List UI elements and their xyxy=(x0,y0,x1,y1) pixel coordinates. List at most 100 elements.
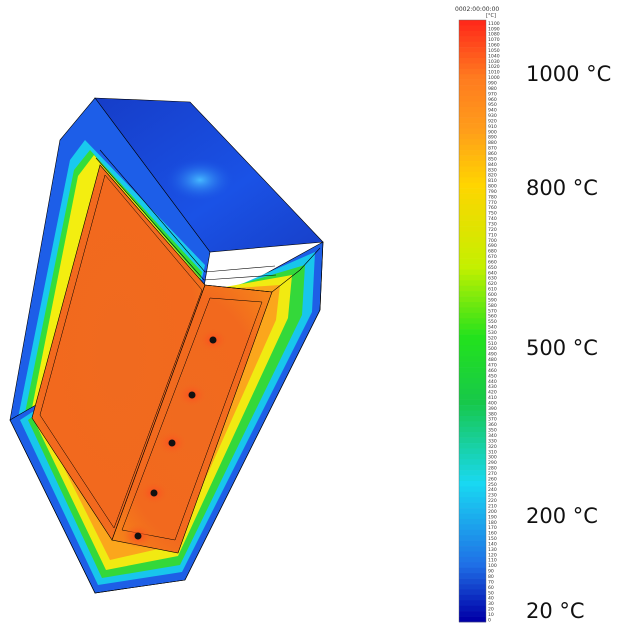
legend-tick-label: 400 xyxy=(488,400,497,406)
legend-tick-label: 560 xyxy=(488,314,497,320)
label-200: 200 °C xyxy=(526,504,598,528)
legend-swatch xyxy=(459,334,486,341)
legend-tick-label: 140 xyxy=(488,541,497,547)
legend-tick-label: 600 xyxy=(488,292,497,298)
legend-swatch xyxy=(459,524,486,531)
legend-tick-label: 850 xyxy=(488,156,497,162)
legend-tick-label: 190 xyxy=(488,514,497,520)
legend-tick-label: 310 xyxy=(488,449,497,455)
legend-tick-label: 370 xyxy=(488,417,497,423)
legend-swatch xyxy=(459,546,486,552)
legend-tick-label: 30 xyxy=(488,601,494,607)
legend-swatch xyxy=(459,405,486,411)
legend-swatch xyxy=(459,475,486,482)
legend-swatch xyxy=(459,377,486,384)
legend-tick-label: 1030 xyxy=(488,59,500,65)
legend-swatch xyxy=(459,171,486,178)
legend-swatch xyxy=(459,161,486,167)
legend-swatch xyxy=(459,25,486,32)
legend-swatch xyxy=(459,394,486,400)
legend-swatch xyxy=(459,220,486,227)
legend-swatch xyxy=(459,68,486,75)
ledge-line-2 xyxy=(95,157,277,281)
legend-swatch xyxy=(459,573,486,579)
legend-swatch xyxy=(459,85,486,91)
legend-tick-label: 540 xyxy=(488,325,497,331)
legend-swatch xyxy=(459,274,486,281)
legend-swatch xyxy=(459,247,486,254)
legend-swatch xyxy=(459,339,486,346)
legend-tick-label: 360 xyxy=(488,422,497,428)
legend-tick-label: 620 xyxy=(488,281,497,287)
scale-unit: [°C] xyxy=(486,13,496,19)
legend-swatch xyxy=(459,112,486,118)
legend-tick-label: 880 xyxy=(488,140,497,146)
legend-swatch xyxy=(459,540,486,547)
legend-swatch xyxy=(459,79,486,86)
legend-tick-label: 710 xyxy=(488,232,497,238)
lid-warm-spot xyxy=(165,158,235,202)
legend-swatch xyxy=(459,74,486,80)
legend-tick-label: 830 xyxy=(488,167,497,173)
legend-swatch xyxy=(459,367,486,373)
legend-tick-label: 890 xyxy=(488,135,497,141)
legend-tick-label: 1000 xyxy=(488,75,500,81)
legend-swatch xyxy=(459,421,486,428)
legend-tick-label: 200 xyxy=(488,509,497,515)
legend-swatch xyxy=(459,52,486,59)
legend-swatch xyxy=(459,47,486,53)
legend-tick-label: 630 xyxy=(488,276,497,282)
legend-swatch xyxy=(459,356,486,362)
legend-swatch xyxy=(459,106,486,113)
legend-tick-label: 860 xyxy=(488,151,497,157)
burner-nozzle xyxy=(209,336,217,344)
legend-tick-label: 170 xyxy=(488,525,497,531)
legend-tick-label: 1100 xyxy=(488,21,500,27)
hot-face-inner-outline xyxy=(39,174,203,529)
legend-swatch xyxy=(459,128,486,135)
legend-tick-label: 260 xyxy=(488,476,497,482)
legend-tick-label: 610 xyxy=(488,287,497,293)
legend-tick-label: 20 xyxy=(488,607,494,613)
legend-tick-label: 910 xyxy=(488,124,497,130)
legend-tick-label: 280 xyxy=(488,466,497,472)
legend-tick-label: 530 xyxy=(488,330,497,336)
legend-tick-label: 1060 xyxy=(488,43,500,49)
legend-swatch xyxy=(459,399,486,406)
legend-tick-label: 640 xyxy=(488,270,497,276)
legend-tick-label: 450 xyxy=(488,373,497,379)
legend-tick-label: 410 xyxy=(488,395,497,401)
legend-tick-label: 930 xyxy=(488,113,497,119)
legend-swatch xyxy=(459,144,486,151)
legend-swatch xyxy=(459,529,486,536)
legend-swatch xyxy=(459,329,486,335)
legend-swatch xyxy=(459,383,486,390)
legend-tick-label: 670 xyxy=(488,254,497,260)
legend-tick-label: 790 xyxy=(488,189,497,195)
legend-tick-label: 390 xyxy=(488,406,497,412)
legend-tick-label: 990 xyxy=(488,80,497,86)
legend-border xyxy=(458,19,487,623)
legend-tick-label: 50 xyxy=(488,590,494,596)
legend-swatch xyxy=(459,535,486,541)
legend-swatch xyxy=(459,551,486,558)
legend-tick-label: 60 xyxy=(488,585,494,591)
legend-swatch xyxy=(459,470,486,476)
legend-swatch xyxy=(459,432,486,438)
legend-tick-label: 130 xyxy=(488,547,497,553)
legend-tick-label: 780 xyxy=(488,194,497,200)
legend-swatch xyxy=(459,518,486,525)
legend-tick-label: 980 xyxy=(488,86,497,92)
legend-tick-label: 250 xyxy=(488,482,497,488)
legend-tick-label: 180 xyxy=(488,520,497,526)
legend-swatch xyxy=(459,350,486,357)
legend-tick-label: 650 xyxy=(488,265,497,271)
legend-swatch xyxy=(459,508,486,514)
legend-tick-label: 900 xyxy=(488,129,497,135)
legend-swatch xyxy=(459,497,486,503)
legend-tick-label: 680 xyxy=(488,249,497,255)
legend-tick-label: 210 xyxy=(488,504,497,510)
legend-swatch xyxy=(459,600,486,607)
legend-swatch xyxy=(459,193,486,200)
legend-swatch xyxy=(459,323,486,330)
